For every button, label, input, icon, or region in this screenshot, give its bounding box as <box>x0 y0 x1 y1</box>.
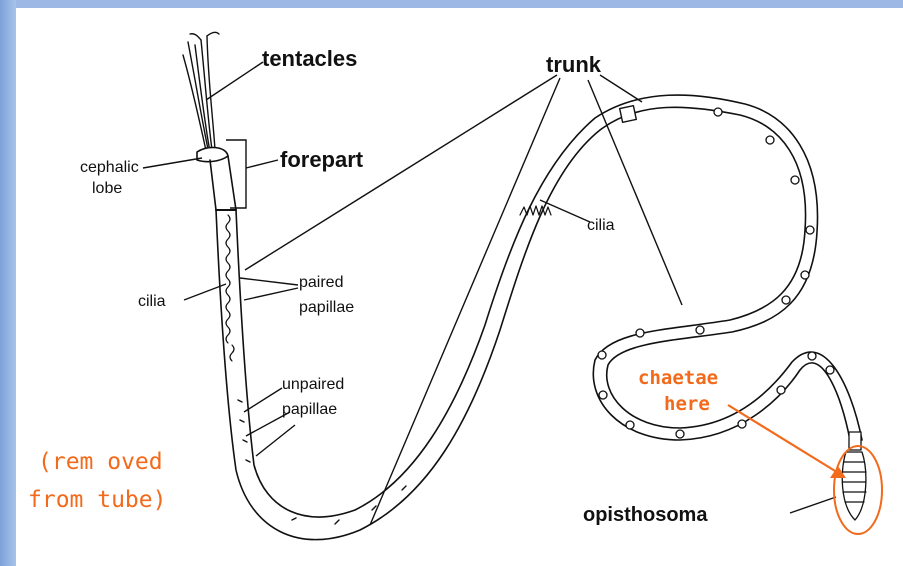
cephalic-lobe-shape <box>197 147 228 161</box>
opisthosoma-label: opisthosoma <box>583 504 708 526</box>
unpaired-papillae-label-line1: unpaired <box>282 376 344 393</box>
forepart-shape <box>210 156 236 210</box>
worm-body <box>183 32 866 539</box>
forepart-label: forepart <box>280 147 364 172</box>
cephalic-lobe-label-line2: lobe <box>92 180 122 197</box>
chaetae-note-line2: here <box>664 393 710 415</box>
removed-note-line1: (rem oved <box>38 449 163 475</box>
trunk-label: trunk <box>546 52 602 77</box>
cilia-right-label: cilia <box>587 217 615 234</box>
leader-lines <box>143 62 836 525</box>
paired-papillae-label-line1: paired <box>299 274 343 291</box>
paired-papillae-label-line2: papillae <box>299 299 354 316</box>
tentacles-drawing <box>183 32 219 155</box>
removed-note-line2: from tube) <box>28 487 166 513</box>
unpaired-papillae-label-line2: papillae <box>282 401 337 418</box>
cilia-left-label: cilia <box>138 293 166 310</box>
unpaired-papillae-marks <box>238 400 406 524</box>
opisthosoma-drawing <box>842 432 866 520</box>
trunk-outline-outer <box>216 107 850 539</box>
tentacles-label: tentacles <box>262 46 357 71</box>
chaetae-note-line1: chaetae <box>638 367 718 389</box>
cephalic-lobe-label-line1: cephalic <box>80 159 139 176</box>
